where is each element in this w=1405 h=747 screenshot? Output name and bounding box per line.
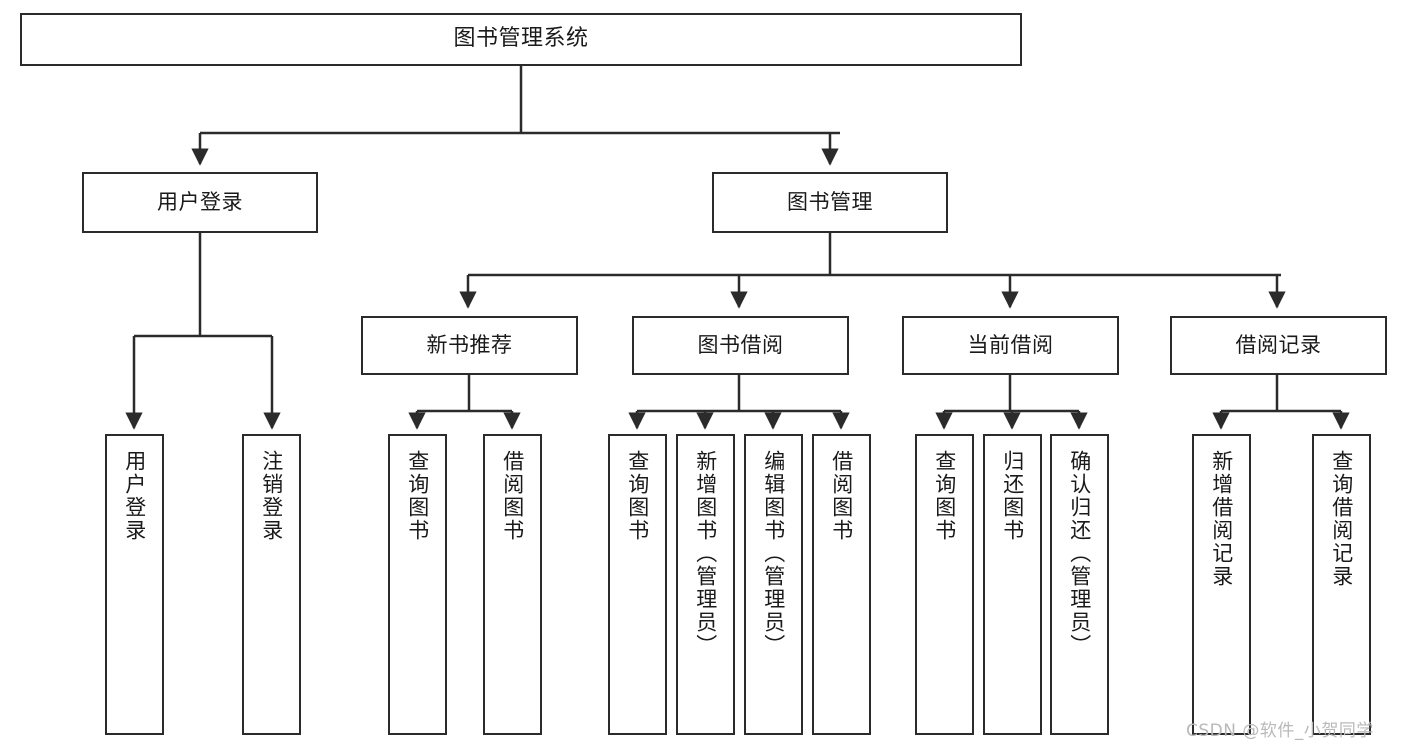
node-leaf-borrow-book-rec[interactable]: 借阅图书 <box>483 434 542 735</box>
node-leaf-return-book-label: 归还图书 <box>1000 450 1025 542</box>
node-leaf-query-book-current[interactable]: 查询图书 <box>915 434 974 735</box>
node-leaf-add-record-label: 新增借阅记录 <box>1209 450 1234 588</box>
node-leaf-user-login[interactable]: 用户登录 <box>105 434 164 735</box>
node-leaf-borrow-book-label: 借阅图书 <box>829 450 854 542</box>
node-leaf-borrow-book[interactable]: 借阅图书 <box>812 434 871 735</box>
node-leaf-borrow-book-rec-label: 借阅图书 <box>500 450 525 542</box>
watermark: CSDN @软件_小贺同学 <box>1186 721 1374 741</box>
node-leaf-user-logout[interactable]: 注销登录 <box>242 434 301 735</box>
node-root-label: 图书管理系统 <box>453 26 589 52</box>
node-book-manage[interactable]: 图书管理 <box>712 172 948 233</box>
node-leaf-user-logout-label: 注销登录 <box>259 450 284 542</box>
node-borrow-record[interactable]: 借阅记录 <box>1170 316 1387 375</box>
node-leaf-edit-book-label: 编辑图书（管理员） <box>761 450 786 657</box>
node-leaf-user-login-label: 用户登录 <box>122 450 147 542</box>
node-book-borrow-label: 图书借阅 <box>697 332 784 357</box>
node-leaf-return-book[interactable]: 归还图书 <box>983 434 1042 735</box>
node-book-manage-label: 图书管理 <box>787 189 873 214</box>
node-leaf-confirm-return-label: 确认归还（管理员） <box>1067 450 1092 657</box>
node-user-login-label: 用户登录 <box>157 189 243 214</box>
node-leaf-query-record[interactable]: 查询借阅记录 <box>1312 434 1371 735</box>
node-leaf-query-book-borrow[interactable]: 查询图书 <box>608 434 667 735</box>
node-leaf-add-book[interactable]: 新增图书（管理员） <box>676 434 735 735</box>
node-leaf-query-book-current-label: 查询图书 <box>932 450 957 542</box>
node-leaf-query-book-borrow-label: 查询图书 <box>625 450 650 542</box>
node-leaf-query-book-rec-label: 查询图书 <box>405 450 430 542</box>
node-leaf-query-record-label: 查询借阅记录 <box>1329 450 1354 588</box>
node-leaf-query-book-rec[interactable]: 查询图书 <box>388 434 447 735</box>
node-borrow-record-label: 借阅记录 <box>1235 332 1322 357</box>
node-new-book-rec-label: 新书推荐 <box>426 332 513 357</box>
node-user-login[interactable]: 用户登录 <box>82 172 318 233</box>
node-leaf-add-record[interactable]: 新增借阅记录 <box>1192 434 1251 735</box>
node-leaf-confirm-return[interactable]: 确认归还（管理员） <box>1050 434 1109 735</box>
node-leaf-edit-book[interactable]: 编辑图书（管理员） <box>744 434 803 735</box>
node-book-borrow[interactable]: 图书借阅 <box>632 316 849 375</box>
node-new-book-rec[interactable]: 新书推荐 <box>361 316 578 375</box>
node-current-borrow[interactable]: 当前借阅 <box>902 316 1119 375</box>
node-leaf-add-book-label: 新增图书（管理员） <box>693 450 718 657</box>
node-root[interactable]: 图书管理系统 <box>20 13 1022 66</box>
node-current-borrow-label: 当前借阅 <box>967 332 1054 357</box>
